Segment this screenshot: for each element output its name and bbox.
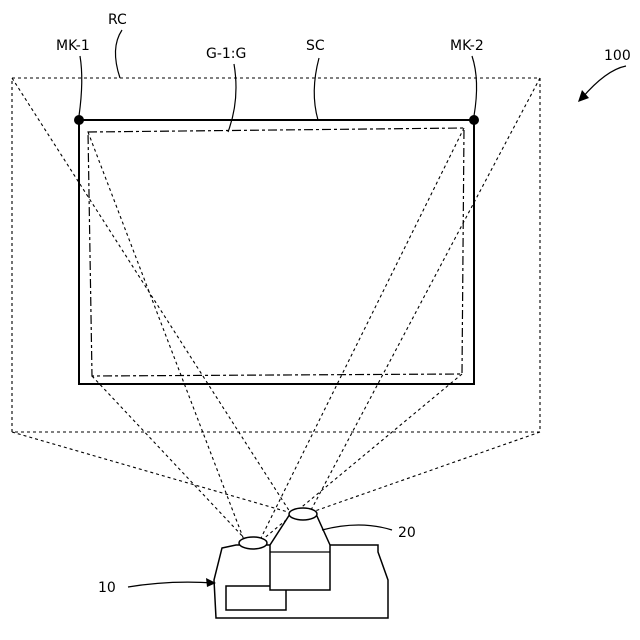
leader-system [582, 66, 626, 98]
leader-lines [79, 30, 477, 132]
camera-20 [270, 508, 330, 590]
label-sc: SC [306, 38, 325, 54]
label-mk1: MK-1 [56, 38, 90, 54]
label-g1: G-1:G [206, 46, 246, 62]
camera-rays [12, 78, 540, 512]
marker-mk2 [469, 115, 479, 125]
projected-image-g1 [88, 128, 464, 376]
label-mk2: MK-2 [450, 38, 484, 54]
label-10: 10 [98, 580, 116, 596]
leader-camera [322, 525, 392, 530]
label-20: 20 [398, 525, 416, 541]
leader-projector [128, 582, 214, 587]
imaging-range-rc [12, 78, 540, 432]
label-rc: RC [108, 12, 127, 28]
label-100: 100 [604, 48, 631, 64]
marker-mk1 [74, 115, 84, 125]
screen-sc [79, 120, 474, 384]
